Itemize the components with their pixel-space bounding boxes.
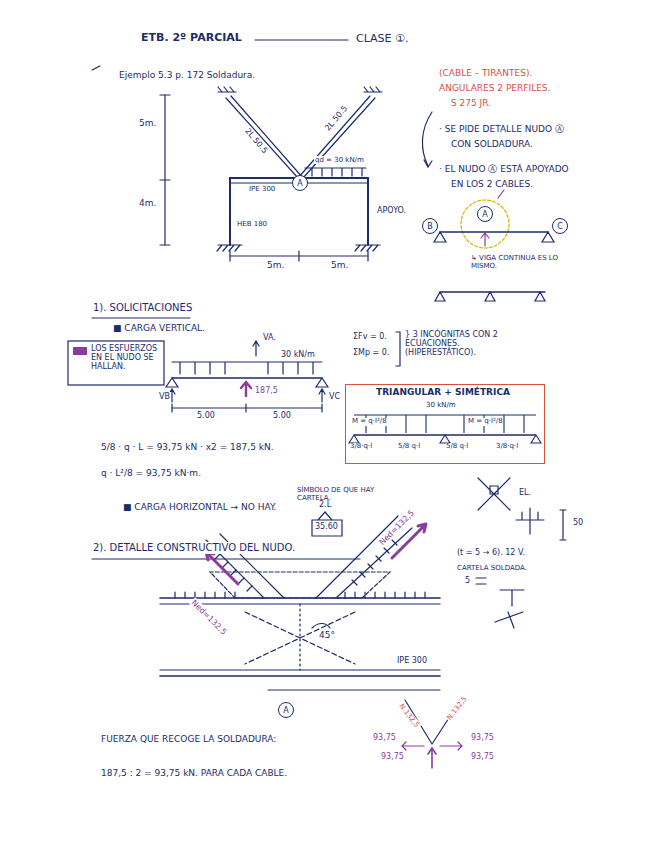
note-label: 2). DETALLE CONSTRUCTIVO DEL NUDO. [92, 542, 296, 554]
note-label: 5m. [138, 118, 157, 128]
note-label: ΣFv = 0. [352, 332, 388, 341]
note-label: EN LOS 2 CABLES. [450, 179, 534, 189]
node-circle: A [477, 206, 493, 222]
node-letter: B [427, 222, 433, 231]
node-circle: C [552, 218, 568, 234]
note-label: ANGULARES 2 PERFILES. [438, 83, 551, 93]
note-label: CLASE ①. [355, 33, 409, 46]
note-label: ■ CARGA VERTICAL. [112, 323, 206, 333]
note-label: } 3 INCÓGNITAS CON 2 ECUACIONES. (HIPERE… [404, 330, 531, 358]
note-label: 5/8 · q · L = 93,75 kN · x2 = 187,5 kN. [100, 442, 275, 452]
note-label: 45° [318, 630, 336, 640]
node-letter: A [297, 179, 302, 188]
note-label: Ned=132,5 [189, 597, 229, 637]
note-label: FUERZA QUE RECOGE LA SOLDADURA: [100, 734, 277, 744]
legend-swatch [73, 347, 87, 355]
note-label: VC [328, 392, 341, 401]
note-label: 187,5 : 2 = 93,75 kN. PARA CADA CABLE. [100, 768, 288, 778]
note-label: · EL NUDO Ⓐ ESTÁ APOYADO [438, 164, 570, 174]
note-label: ■ CARGA HORIZONTAL → NO HAY. [122, 502, 277, 512]
node-circle: A [278, 702, 294, 718]
legend-text: LOS ESFUERZOS EN EL NUDO SE HALLAN. [90, 344, 162, 372]
box-text: 5/8 q·l [446, 443, 468, 451]
box-text: M = q·l²/8 [468, 418, 503, 426]
note-label: 5.00 [196, 411, 216, 420]
box-text: 5/8 q·l [398, 443, 420, 451]
note-label: 93,75 [470, 752, 495, 761]
note-label: CON SOLDADURA. [450, 139, 534, 149]
note-label: (t = 5 → 6). 12 V. [456, 548, 526, 557]
note-label: 2.L [318, 500, 332, 509]
note-label: 93,75 [372, 733, 397, 742]
node-letter: C [557, 222, 563, 231]
note-label: 2L 50.5 [322, 103, 350, 133]
node-circle: B [422, 218, 438, 234]
page-title: ETB. 2º PARCIAL [140, 32, 243, 45]
load-case-box: TRIANGULAR + SIMÉTRICA 30 kN/m M = q·l²/8 M… [345, 384, 545, 464]
note-label: 93,75 [470, 733, 495, 742]
note-label: 5.00 [272, 411, 292, 420]
note-label: ΣMp = 0. [352, 348, 390, 357]
note-label: EL. [518, 488, 532, 497]
note-label: 30 kN/m [280, 350, 316, 359]
note-label: S 275 JR. [450, 98, 492, 108]
note-label: q · L²/8 = 93,75 kN·m. [100, 468, 202, 478]
note-label: 5m. [330, 260, 349, 270]
note-label: IPE 300 [248, 185, 276, 193]
note-label: qd = 30 kN/m [314, 156, 365, 164]
box-text: M = q·l²/8 [352, 418, 387, 426]
box-text: 3/8·q·l [350, 443, 372, 451]
note-label: 4m. [138, 198, 157, 208]
box-text: 30 kN/m [426, 402, 456, 410]
node-letter: A [482, 210, 487, 219]
note-label: VB [158, 392, 171, 401]
note-label: 50 [572, 518, 584, 527]
note-label: 1). SOLICITACIONES [92, 302, 193, 314]
note-label: VA. [262, 333, 277, 342]
box-text: TRIANGULAR + SIMÉTRICA [376, 388, 510, 398]
note-label: · SE PIDE DETALLE NUDO Ⓐ [438, 124, 565, 134]
note-label: N.132,5 [445, 694, 470, 722]
note-label: APOYO. [376, 206, 407, 215]
note-label: IPE 300 [396, 656, 428, 665]
note-label: 2L 50.5 [242, 126, 270, 156]
note-label: ↳ VIGA CONTINUA ES LO MISMO. [470, 254, 572, 270]
note-label: CARTELA SOLDADA. [456, 564, 528, 572]
note-label: SÍMBOLO DE QUE HAY CARTELA. [296, 486, 398, 502]
note-label: 35.60 [314, 522, 339, 531]
note-label: Ejemplo 5.3 p. 172 Soldadura. [118, 70, 256, 80]
note-label: (CABLE – TIRANTES). [438, 68, 533, 78]
note-label: 5 [464, 576, 471, 585]
note-label: HEB 180 [236, 220, 268, 228]
node-circle: A [292, 175, 308, 191]
node-letter: A [283, 706, 288, 715]
note-label: 5m. [266, 260, 285, 270]
note-label: 93,75 [380, 752, 405, 761]
note-label: 187,5 [254, 386, 279, 395]
box-text: 3/8·q·l [496, 443, 518, 451]
